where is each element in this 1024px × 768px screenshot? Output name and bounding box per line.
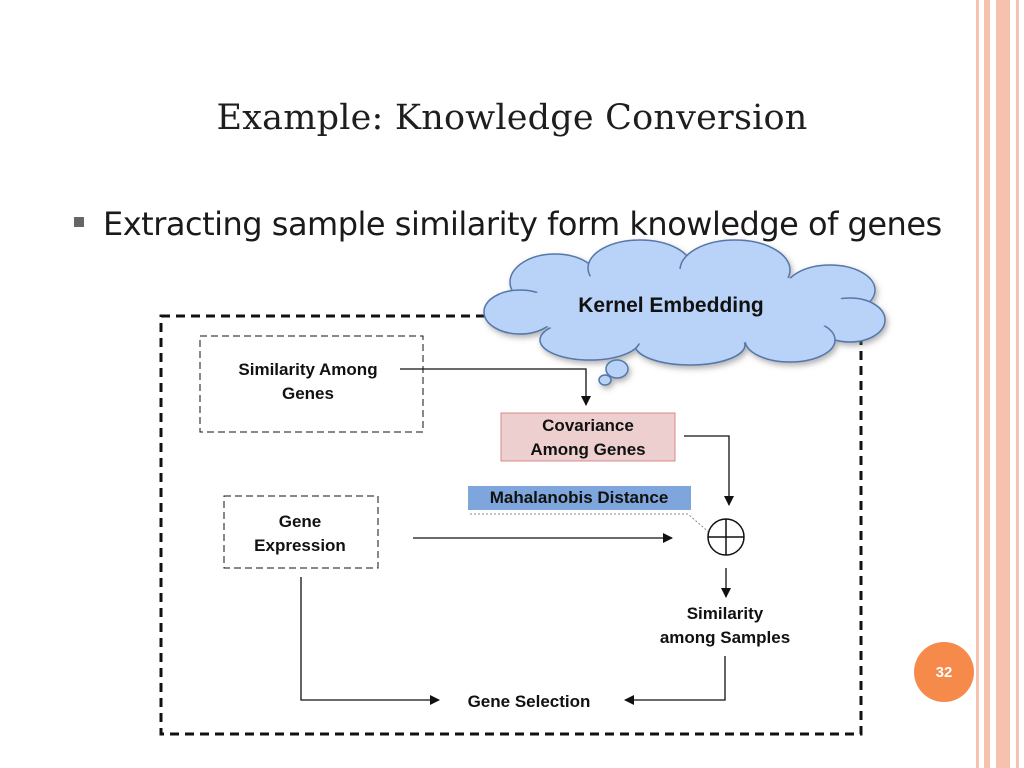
mahalanobis-label: Mahalanobis Distance <box>490 488 669 507</box>
arrow-genes-to-covariance <box>400 368 591 406</box>
combine-operator-icon <box>707 518 745 556</box>
similarity-among-genes-line1: Similarity Among <box>238 360 377 379</box>
decor-stripe <box>1016 0 1019 768</box>
kernel-embedding-cloud <box>483 239 886 386</box>
covariance-line2: Among Genes <box>530 440 645 459</box>
similarity-samples-line1: Similarity <box>687 604 764 623</box>
covariance-line1: Covariance <box>542 416 634 435</box>
decor-stripe <box>984 0 990 768</box>
arrow-similarity-to-selection <box>624 656 726 705</box>
similarity-samples-line2: among Samples <box>660 628 790 647</box>
similarity-among-genes-line2: Genes <box>282 384 334 403</box>
arrow-covariance-to-operator <box>684 435 734 506</box>
covariance-among-genes-box <box>500 412 676 462</box>
mahalanobis-label-box <box>468 486 691 510</box>
decor-stripe <box>976 0 979 768</box>
similarity-among-genes-box <box>199 335 424 433</box>
cloud-label: Kernel Embedding <box>578 294 764 317</box>
page-number-badge: 32 <box>914 642 974 702</box>
bullet-square-icon <box>74 217 84 227</box>
decor-stripe <box>996 0 1010 768</box>
mahalanobis-connector <box>470 513 713 536</box>
gene-selection-label: Gene Selection <box>468 692 591 711</box>
gene-expression-line2: Expression <box>254 536 346 555</box>
slide-title: Example: Knowledge Conversion <box>216 98 808 138</box>
arrow-expression-to-selection <box>300 577 440 705</box>
gene-expression-line1: Gene <box>279 512 322 531</box>
gene-expression-box <box>223 495 379 569</box>
bullet-text: Extracting sample similarity form knowle… <box>103 205 942 243</box>
